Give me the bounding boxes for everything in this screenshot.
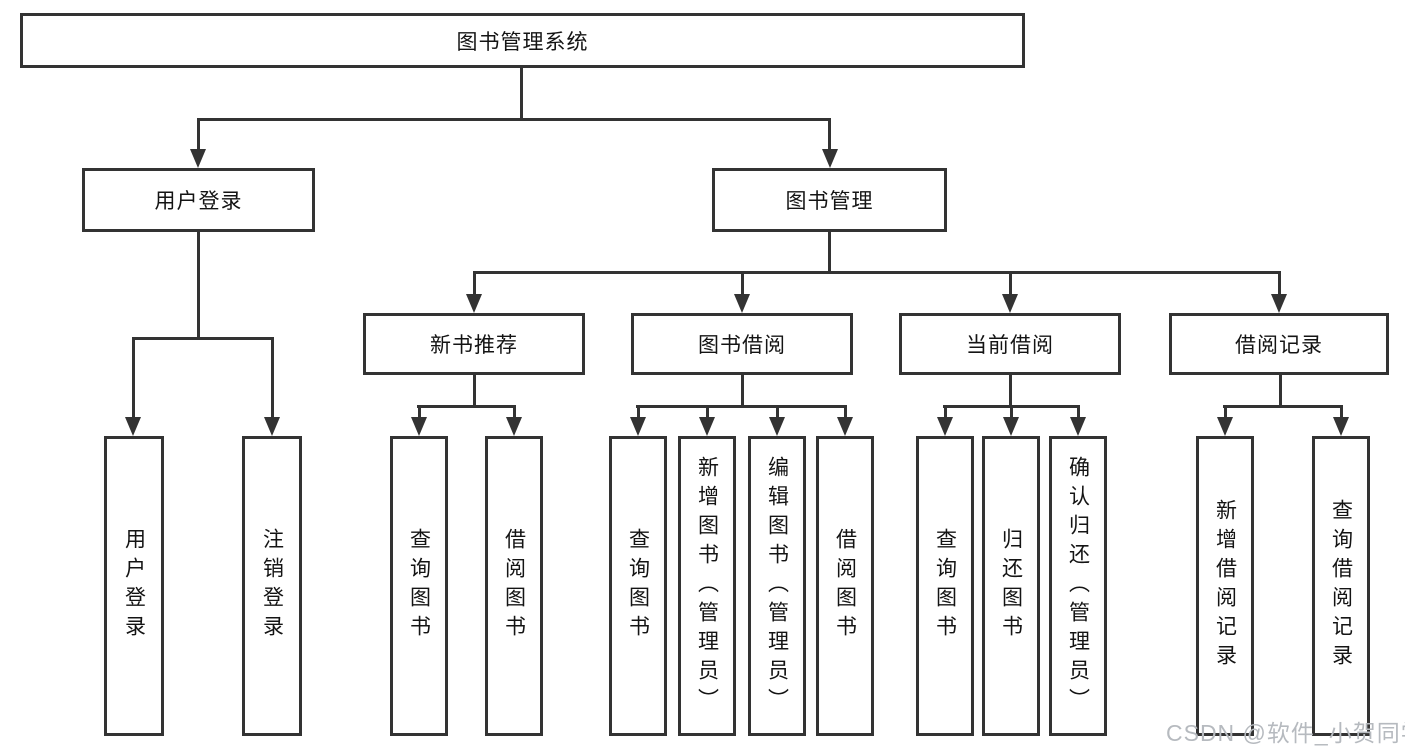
node-book-management: 图书管理	[712, 168, 947, 232]
edge-line	[512, 405, 516, 419]
node-label: 用户登录	[122, 528, 146, 644]
node-label: 查询借阅记录	[1329, 499, 1353, 673]
edge-line	[270, 337, 274, 418]
edge-line	[417, 405, 421, 419]
node-label: 借阅图书	[833, 528, 857, 644]
node-label: 新增借阅记录	[1213, 499, 1237, 673]
node-label: 注销登录	[260, 528, 284, 644]
edge-line	[1009, 405, 1013, 419]
node-label: 图书借阅	[698, 334, 786, 357]
node-label: 查询图书	[407, 528, 431, 644]
node-label: 归还图书	[999, 528, 1023, 644]
leaf-user-login: 用户登录	[104, 436, 164, 736]
edge-line	[843, 405, 847, 419]
arrow-down-icon	[837, 417, 853, 436]
leaf-logout: 注销登录	[242, 436, 302, 736]
arrow-down-icon	[1271, 294, 1287, 313]
arrow-down-icon	[699, 417, 715, 436]
arrow-down-icon	[466, 294, 482, 313]
arrow-down-icon	[734, 294, 750, 313]
arrow-down-icon	[630, 417, 646, 436]
leaf-query-books-recommend: 查询图书	[390, 436, 448, 736]
arrow-down-icon	[506, 417, 522, 436]
arrow-down-icon	[1333, 417, 1349, 436]
edge-line	[1008, 375, 1012, 408]
node-label: 图书管理	[785, 190, 874, 213]
node-current-borrowing: 当前借阅	[899, 313, 1121, 375]
arrow-down-icon	[125, 417, 141, 436]
arrow-down-icon	[821, 149, 838, 168]
node-new-book-recommendation: 新书推荐	[363, 313, 585, 375]
arrow-down-icon	[769, 417, 785, 436]
edge-line	[740, 271, 744, 295]
leaf-query-books-borrowing: 查询图书	[609, 436, 667, 736]
edge-line	[775, 405, 779, 419]
edge-line	[636, 405, 640, 419]
node-label: 查询图书	[933, 528, 957, 644]
edge-line	[472, 271, 476, 295]
leaf-query-books-current: 查询图书	[916, 436, 974, 736]
edge-line	[1008, 271, 1012, 295]
edge-line	[1223, 405, 1343, 408]
arrow-down-icon	[937, 417, 953, 436]
edge-line	[943, 405, 1080, 408]
edge-line	[520, 68, 523, 121]
node-label: 确认归还（管理员）	[1066, 455, 1090, 717]
node-label: 借阅图书	[502, 528, 526, 644]
edge-line	[828, 232, 831, 274]
edge-line	[1223, 405, 1227, 419]
leaf-borrow-books-recommend: 借阅图书	[485, 436, 543, 736]
edge-line	[740, 375, 744, 408]
edge-line	[1278, 375, 1282, 408]
edge-line	[417, 405, 516, 408]
arrow-down-icon	[190, 149, 206, 168]
edge-line	[472, 375, 476, 408]
edge-line	[197, 118, 831, 121]
node-borrowing-records: 借阅记录	[1169, 313, 1389, 375]
leaf-return-book: 归还图书	[982, 436, 1040, 736]
arrow-down-icon	[1003, 417, 1019, 436]
edge-line	[131, 337, 135, 418]
edge-line	[1339, 405, 1343, 419]
node-user-login-branch: 用户登录	[82, 168, 315, 232]
watermark: CSDN @软件_小贺同学	[1166, 720, 1405, 746]
edge-line	[705, 405, 709, 419]
node-label: 图书管理系统	[456, 30, 589, 54]
leaf-confirm-return-admin: 确认归还（管理员）	[1049, 436, 1107, 736]
node-label: 当前借阅	[966, 334, 1054, 357]
node-label: 编辑图书（管理员）	[765, 455, 789, 717]
leaf-add-book-admin: 新增图书（管理员）	[678, 436, 736, 736]
edge-line	[132, 337, 274, 340]
edge-line	[196, 118, 200, 150]
edge-line	[473, 271, 1281, 274]
node-label: 新书推荐	[430, 334, 518, 357]
arrow-down-icon	[411, 417, 427, 436]
arrow-down-icon	[264, 417, 280, 436]
leaf-borrow-books-borrowing: 借阅图书	[816, 436, 874, 736]
arrow-down-icon	[1070, 417, 1086, 436]
leaf-query-borrow-record: 查询借阅记录	[1312, 436, 1370, 736]
node-label: 新增图书（管理员）	[695, 455, 719, 717]
node-book-borrowing: 图书借阅	[631, 313, 853, 375]
node-label: 借阅记录	[1235, 334, 1323, 357]
node-label: 用户登录	[154, 190, 243, 213]
node-library-system: 图书管理系统	[20, 13, 1025, 68]
edge-line	[943, 405, 947, 419]
arrow-down-icon	[1002, 294, 1018, 313]
edge-line	[828, 118, 831, 150]
leaf-add-borrow-record: 新增借阅记录	[1196, 436, 1254, 736]
edge-line	[1076, 405, 1080, 419]
arrow-down-icon	[1217, 417, 1233, 436]
edge-line	[1277, 271, 1281, 295]
node-label: 查询图书	[626, 528, 650, 644]
edge-line	[196, 232, 200, 340]
edge-line	[636, 405, 847, 408]
leaf-edit-book-admin: 编辑图书（管理员）	[748, 436, 806, 736]
